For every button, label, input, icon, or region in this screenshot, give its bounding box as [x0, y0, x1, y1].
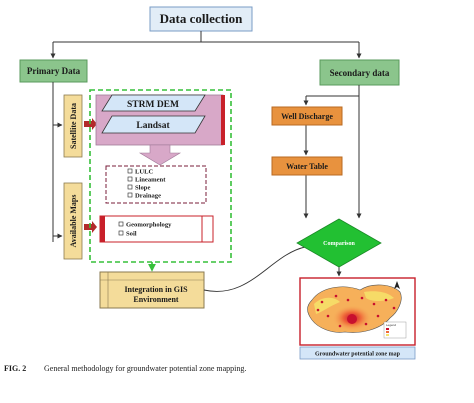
- dem-layer: [101, 94, 206, 112]
- available-maps-tab: Available Maps: [63, 182, 83, 260]
- well-discharge-label: Well Discharge: [281, 112, 333, 121]
- checkbox-icon: [127, 192, 133, 198]
- data-collection-node: Data collection: [149, 6, 253, 32]
- landsat-layer: [101, 115, 206, 134]
- derived-layers-box: LULC Lineament Slope Drainage: [105, 165, 207, 204]
- derived-item: Lineament: [127, 176, 166, 184]
- derived-item: Slope: [127, 184, 150, 192]
- comparison-node: Comparison: [296, 218, 382, 268]
- checkbox-icon: [118, 230, 124, 236]
- checkbox-icon: [118, 221, 124, 227]
- map-zone: [364, 291, 394, 301]
- derived-item-label: Drainage: [135, 193, 161, 200]
- data-collection-label: Data collection: [160, 11, 243, 26]
- dem-label: STRM DEM: [127, 100, 179, 110]
- water-table-node: Water Table: [271, 156, 343, 176]
- gis-to-comparison-link: [203, 246, 306, 292]
- map-caption-box: Groundwater potential zone map: [299, 346, 416, 360]
- map-item-label: Soil: [126, 231, 137, 238]
- map-hotspot-core: [347, 314, 357, 324]
- derived-item: Drainage: [127, 192, 161, 200]
- checkbox-icon: [127, 176, 133, 182]
- map-item: Soil: [118, 230, 137, 238]
- derived-item-label: LULC: [135, 169, 154, 176]
- map-caption-label: Groundwater potential zone map: [315, 352, 401, 358]
- map-legend-swatches: [386, 328, 389, 336]
- map-item-label: Geomorphology: [126, 222, 172, 229]
- processing-frame: [89, 89, 232, 263]
- gis-label-line-2: Environment: [133, 295, 179, 304]
- satellite-data-label: Satellite Data: [69, 103, 78, 149]
- water-table-label: Water Table: [286, 162, 328, 171]
- derived-item-label: Slope: [135, 185, 150, 192]
- map-legend-title: Legend: [386, 323, 396, 327]
- map-zone: [314, 297, 340, 314]
- gis-label-line-1: Integration in GIS: [124, 285, 188, 294]
- satellite-data-tab: Satellite Data: [63, 94, 83, 158]
- map-item: Geomorphology: [118, 221, 172, 229]
- well-points: [316, 294, 396, 328]
- checkbox-icon: [127, 168, 133, 174]
- north-arrow-icon: [394, 281, 400, 289]
- gis-integration-node: Integration in GIS Environment: [99, 271, 205, 309]
- secondary-data-label: Secondary data: [330, 68, 390, 78]
- figure-caption-text: General methodology for groundwater pote…: [44, 364, 246, 373]
- derived-item-label: Lineament: [135, 177, 166, 184]
- map-legend: [383, 321, 407, 339]
- satellite-imagery-block: STRM DEM Landsat: [95, 94, 225, 146]
- groundwater-map-panel: Legend: [299, 277, 416, 346]
- comparison-label: Comparison: [323, 241, 355, 247]
- process-arrow: [138, 144, 182, 166]
- title-connectors: [50, 31, 362, 59]
- figure-caption: FIG. 2 General methodology for groundwat…: [4, 364, 246, 373]
- primary-branch-lines: [52, 82, 63, 242]
- derived-item: LULC: [127, 168, 154, 176]
- available-maps-box: Geomorphology Soil: [99, 215, 214, 243]
- primary-data-label: Primary Data: [27, 66, 81, 76]
- figure-number: FIG. 2: [4, 364, 26, 373]
- well-discharge-node: Well Discharge: [271, 106, 343, 126]
- secondary-data-node: Secondary data: [319, 59, 400, 86]
- checkbox-icon: [127, 184, 133, 190]
- primary-data-node: Primary Data: [19, 59, 88, 83]
- secondary-branch-lines: [303, 85, 362, 277]
- landsat-label: Landsat: [136, 121, 170, 131]
- available-maps-label: Available Maps: [69, 195, 78, 248]
